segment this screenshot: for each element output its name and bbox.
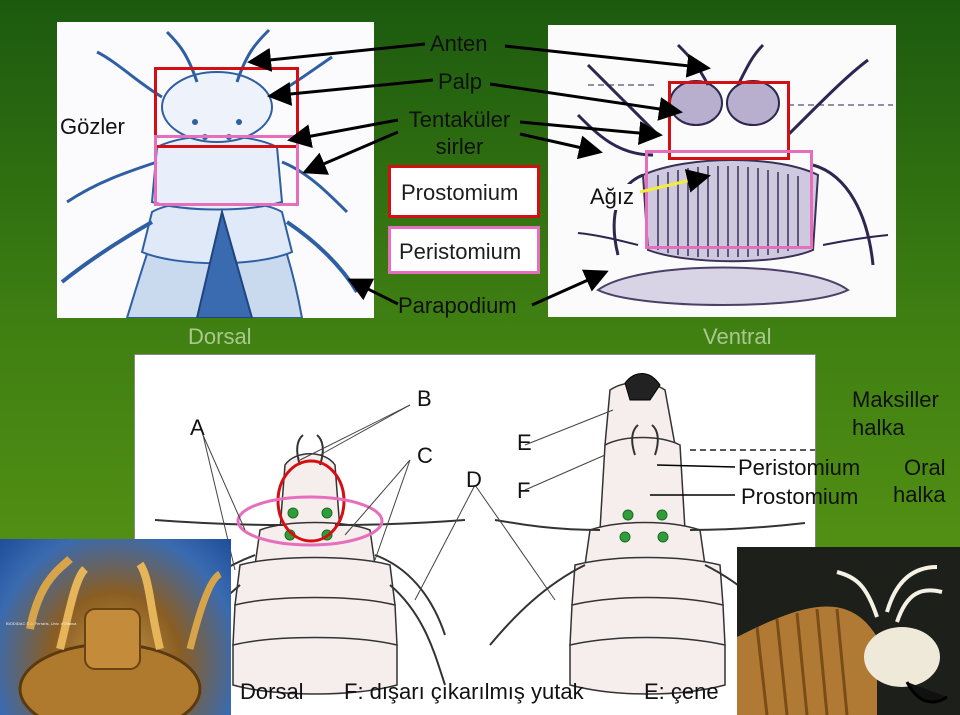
prostomium-box-ventral [668, 81, 790, 160]
jaw-photo-shape [18, 556, 223, 715]
label-maksiller-line2: halka [852, 415, 905, 440]
label-tentakuler-line1: Tentaküler [408, 107, 511, 132]
worm-photo-right [737, 547, 960, 715]
label-oral-line1: Oral [904, 455, 946, 480]
labelled-diagram-panel [134, 354, 816, 715]
caption-e: E: çene [644, 679, 719, 704]
peristomium-box-dorsal [154, 135, 299, 206]
diagram-label-b: B [417, 386, 432, 411]
caption-dorsal: Dorsal [240, 679, 304, 704]
diagram-label-d: D [466, 467, 482, 492]
label-prostomium-diagram: Prostomium [741, 484, 859, 509]
prostomium-legend-box: Prostomium [388, 165, 540, 218]
diagram-label-e: E [517, 430, 532, 455]
caption-f: F: dışarı çıkarılmış yutak [344, 679, 584, 704]
label-ventral-top: Ventral [703, 324, 772, 349]
photo-credit: BIODIDAC © J. Ferraris, Univ. d'Ottawa [6, 621, 77, 626]
label-agiz: Ağız [588, 184, 637, 210]
label-maksiller-line1: Maksiller [852, 387, 939, 412]
label-dorsal-top: Dorsal [188, 324, 252, 349]
label-palp: Palp [438, 69, 483, 94]
diagram-label-f: F [517, 478, 531, 503]
diagram-label-a: A [190, 415, 205, 440]
label-peristomium-diagram: Peristomium [738, 455, 861, 480]
worm-body-photo-shape [737, 565, 948, 715]
label-gozler: Gözler [60, 114, 125, 139]
label-prostomium: Prostomium [401, 180, 519, 205]
prostomium-box-dorsal [154, 67, 299, 148]
worm-photo-left: BIODIDAC © J. Ferraris, Univ. d'Ottawa [0, 539, 231, 715]
dorsal-worm-drawing [60, 28, 359, 318]
dorsal-ventral-outline-drawing [149, 373, 815, 695]
label-parapodium: Parapodium [398, 293, 517, 318]
peristomium-legend-box: Peristomium [388, 226, 540, 274]
label-peristomium: Peristomium [399, 239, 522, 264]
diagram-label-c: C [417, 443, 433, 468]
label-tentakuler-line2: sirler [435, 134, 484, 159]
peristomium-box-ventral [645, 150, 813, 249]
label-anten: Anten [430, 31, 488, 56]
label-oral-line2: halka [893, 482, 946, 507]
